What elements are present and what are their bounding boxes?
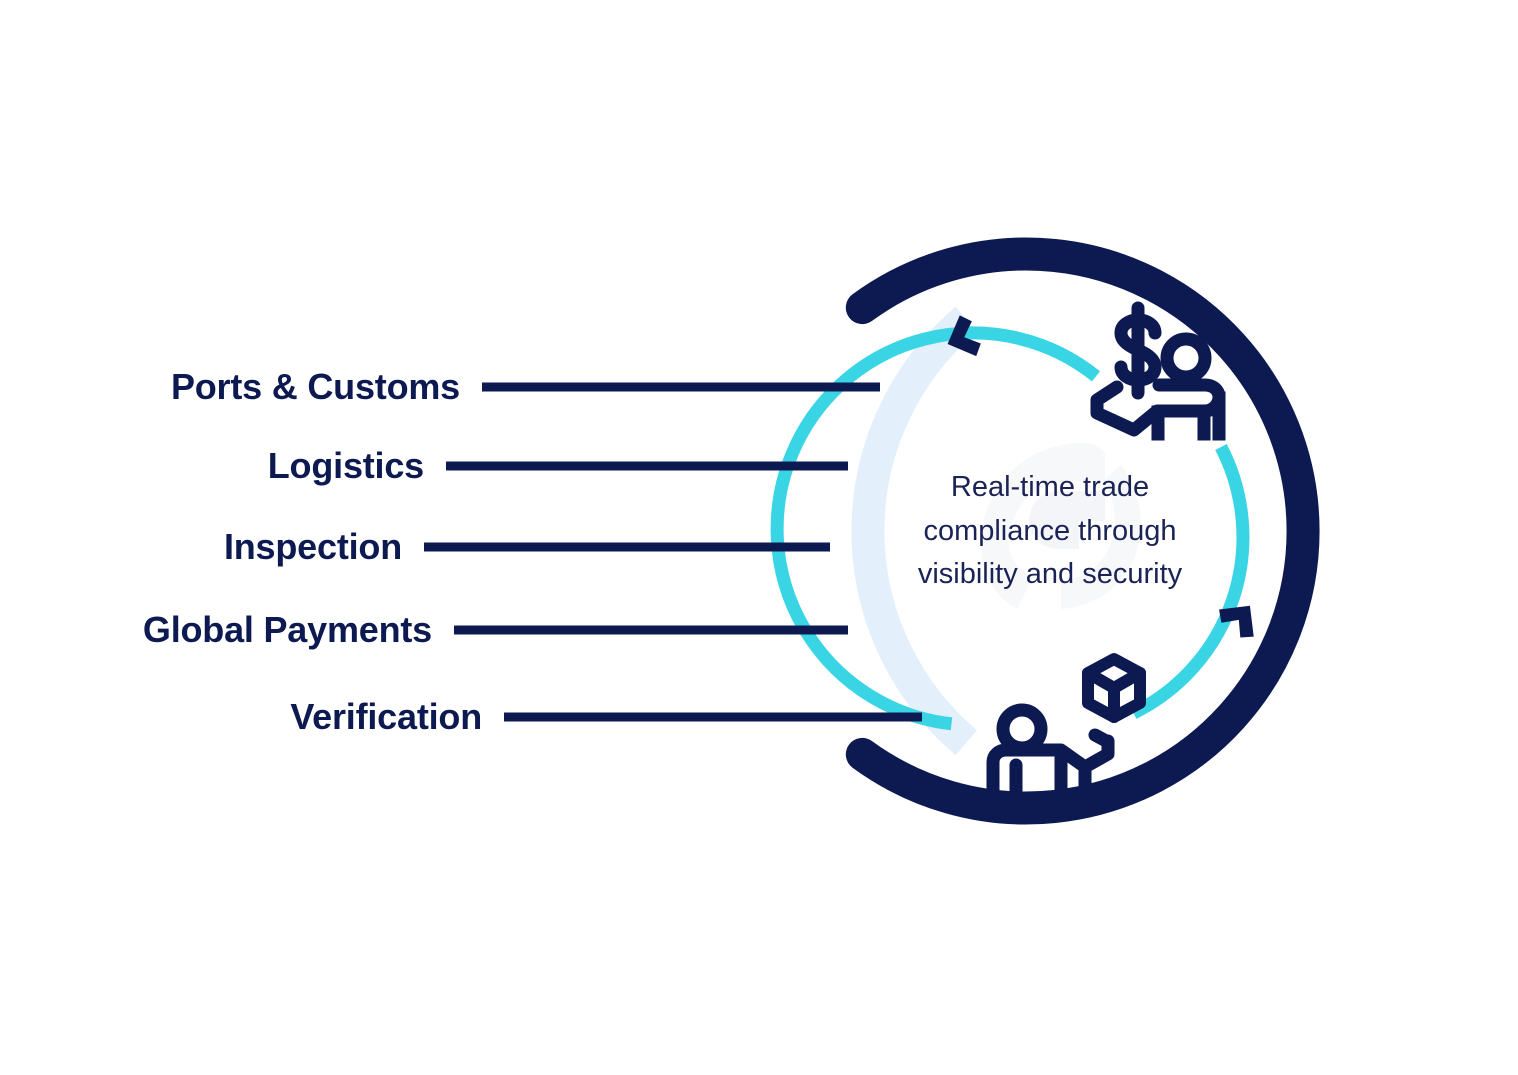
center-message-line-1: Real-time trade: [950, 471, 1150, 503]
cycle-arrow-lower-right: [1219, 605, 1254, 638]
person-receiving-money-icon: [1090, 301, 1226, 441]
label-global-payments[interactable]: Global Payments: [142, 609, 432, 650]
label-column: Ports & Customs Logistics Inspection Glo…: [0, 0, 482, 1075]
label-inspection[interactable]: Inspection: [223, 526, 402, 567]
center-message-line-3: visibility and security: [917, 558, 1183, 590]
cycle-arrow-upper-left: [947, 315, 981, 357]
label-verification[interactable]: Verification: [290, 696, 482, 737]
label-logistics[interactable]: Logistics: [267, 445, 424, 486]
center-message-line-2: compliance through: [923, 514, 1177, 547]
center-message: Real-time trade compliance through visib…: [880, 466, 1220, 597]
label-ports-customs[interactable]: Ports & Customs: [170, 366, 460, 407]
connector-lines: [424, 382, 922, 722]
person-with-package-icon: [986, 653, 1146, 803]
